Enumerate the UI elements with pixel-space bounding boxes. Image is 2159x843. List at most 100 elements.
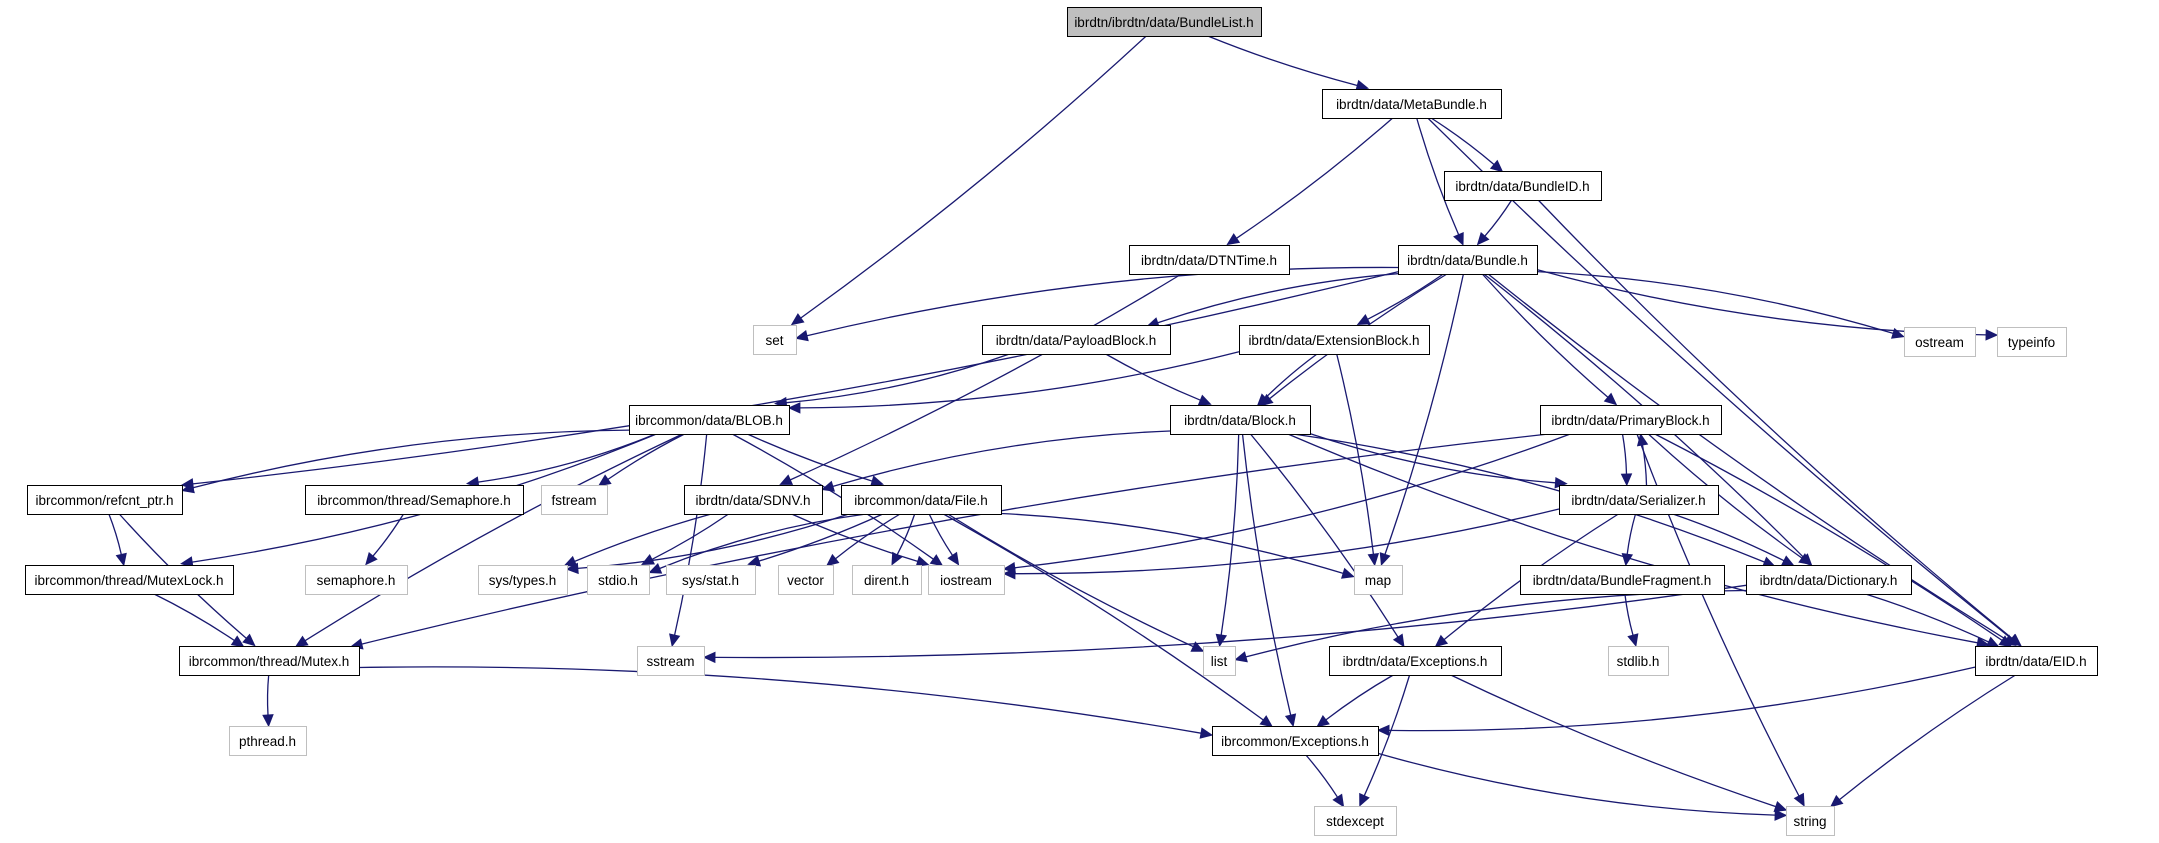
edge-line bbox=[1325, 674, 1394, 721]
arrowhead-icon bbox=[1376, 724, 1390, 737]
edge-metabundle-to-bundle bbox=[1416, 117, 1464, 246]
node-label: ibrcommon/thread/MutexLock.h bbox=[34, 573, 223, 588]
edge-line bbox=[947, 513, 1194, 648]
node-box bbox=[1559, 485, 1719, 515]
node-ibrdtn-data-payloadblock-h[interactable]: ibrdtn/data/PayloadBlock.h bbox=[982, 325, 1171, 355]
node-box bbox=[1540, 405, 1722, 435]
edge-line bbox=[1388, 666, 1976, 732]
node-ibrcommon-data-file-h[interactable]: ibrcommon/data/File.h bbox=[841, 485, 1002, 515]
edge-file-to-iostream bbox=[928, 513, 960, 566]
edge-blob-to-mutex bbox=[294, 433, 683, 648]
node-ibrcommon-refcnt-ptr-h[interactable]: ibrcommon/refcnt_ptr.h bbox=[27, 485, 183, 515]
node-box bbox=[1322, 89, 1502, 119]
node-ibrdtn-data-dictionary-h[interactable]: ibrdtn/data/Dictionary.h bbox=[1746, 565, 1912, 595]
edge-semaphore-to-semaphore-h bbox=[365, 513, 405, 566]
edge-file-to-stdio bbox=[648, 513, 867, 574]
node-ibrdtn-data-bundlefragment-h[interactable]: ibrdtn/data/BundleFragment.h bbox=[1520, 565, 1725, 595]
node-ibrdtn-data-exceptions-h[interactable]: ibrdtn/data/Exceptions.h bbox=[1329, 646, 1502, 676]
edge-line bbox=[1621, 433, 1628, 475]
node-label: ibrdtn/data/ExtensionBlock.h bbox=[1248, 333, 1419, 348]
arrowhead-icon bbox=[648, 562, 663, 574]
node-stdio-h: stdio.h bbox=[587, 565, 650, 595]
edge-line bbox=[304, 433, 683, 642]
node-ibrcommon-data-blob-h[interactable]: ibrcommon/data/BLOB.h bbox=[629, 405, 790, 435]
edge-block-to-commonexceptions bbox=[1241, 433, 1297, 728]
arrowhead-icon bbox=[1489, 159, 1504, 173]
edge-line bbox=[1236, 117, 1394, 239]
node-box bbox=[1398, 245, 1538, 275]
arrowhead-icon bbox=[1197, 394, 1212, 406]
edge-serializer-to-bundlefragment bbox=[1621, 513, 1637, 567]
node-label: ibrdtn/data/SDNV.h bbox=[695, 493, 810, 508]
node-ibrdtn-data-sdnv-h[interactable]: ibrdtn/data/SDNV.h bbox=[684, 485, 823, 515]
arrowhead-icon bbox=[230, 635, 245, 648]
edge-block-to-dictionary bbox=[1293, 433, 1776, 568]
node-ibrcommon-thread-mutex-h[interactable]: ibrcommon/thread/Mutex.h bbox=[179, 646, 360, 676]
node-ibrdtn-data-eid-h[interactable]: ibrdtn/data/EID.h bbox=[1975, 646, 2098, 676]
node-label: iostream bbox=[940, 573, 992, 588]
arrowhead-icon bbox=[1476, 232, 1490, 246]
node-box bbox=[753, 325, 797, 355]
node-ibrcommon-thread-mutexlock-h[interactable]: ibrcommon/thread/MutexLock.h bbox=[25, 565, 234, 595]
node-box bbox=[1444, 171, 1602, 201]
node-box bbox=[541, 485, 608, 515]
edge-primaryblock-to-serializer bbox=[1620, 433, 1633, 487]
node-ibrdtn-data-primaryblock-h[interactable]: ibrdtn/data/PrimaryBlock.h bbox=[1540, 405, 1722, 435]
node-ibrcommon-thread-semaphore-h[interactable]: ibrcommon/thread/Semaphore.h bbox=[305, 485, 524, 515]
arrowhead-icon bbox=[1332, 793, 1345, 808]
edge-line bbox=[1487, 273, 2007, 641]
node-pthread-h: pthread.h bbox=[229, 726, 307, 756]
edge-line bbox=[832, 430, 1171, 488]
arrowhead-icon bbox=[563, 555, 578, 567]
node-ibrdtn-data-bundleid-h[interactable]: ibrdtn/data/BundleID.h bbox=[1444, 171, 1602, 201]
node-label: map bbox=[1365, 573, 1391, 588]
edge-line bbox=[1384, 273, 1465, 555]
edge-line bbox=[372, 513, 405, 557]
node-ibrdtn-data-block-h[interactable]: ibrdtn/data/Block.h bbox=[1170, 405, 1311, 435]
edge-line bbox=[806, 266, 1399, 337]
node-ibrdtn-data-dtntime-h[interactable]: ibrdtn/data/DTNTime.h bbox=[1129, 245, 1290, 275]
edge-line bbox=[1641, 444, 1648, 486]
node-box bbox=[305, 565, 408, 595]
node-ibrdtn-data-serializer-h[interactable]: ibrdtn/data/Serializer.h bbox=[1559, 485, 1719, 515]
node-ibrdtn-data-bundle-h[interactable]: ibrdtn/data/Bundle.h bbox=[1398, 245, 1538, 275]
edge-bundle-to-refcnt-ptr bbox=[180, 271, 1399, 490]
node-ibrcommon-exceptions-h[interactable]: ibrcommon/Exceptions.h bbox=[1212, 726, 1379, 756]
arrowhead-icon bbox=[1985, 636, 2000, 648]
arrowhead-icon bbox=[1256, 393, 1270, 407]
node-list: list bbox=[1203, 646, 1236, 676]
edge-refcnt-ptr-to-mutexlock bbox=[108, 513, 127, 567]
node-box bbox=[1314, 806, 1397, 836]
edge-primaryblock-to-eid bbox=[1654, 433, 2013, 648]
node-ibrdtn-data-metabundle-h[interactable]: ibrdtn/data/MetaBundle.h bbox=[1322, 89, 1502, 119]
edge-line bbox=[1367, 273, 1444, 320]
node-box bbox=[684, 485, 823, 515]
node-label: ostream bbox=[1915, 335, 1964, 350]
edge-line bbox=[791, 513, 918, 563]
arrowhead-icon bbox=[565, 562, 579, 575]
node-box bbox=[666, 565, 756, 595]
node-box bbox=[1203, 646, 1236, 676]
node-label: ibrdtn/data/MetaBundle.h bbox=[1336, 97, 1487, 112]
arrowhead-icon bbox=[181, 482, 195, 494]
node-label: ibrdtn/data/EID.h bbox=[1985, 654, 2086, 669]
node-stdexcept: stdexcept bbox=[1314, 806, 1397, 836]
edge-line bbox=[358, 666, 1202, 734]
edge-line bbox=[108, 513, 122, 555]
node-label: ibrdtn/data/BundleID.h bbox=[1455, 179, 1589, 194]
edge-line bbox=[1014, 433, 1571, 569]
edge-bundleid-to-bundle bbox=[1476, 199, 1513, 246]
edge-primaryblock-to-dictionary bbox=[1647, 433, 1812, 566]
node-dirent-h: dirent.h bbox=[852, 565, 922, 595]
arrowhead-icon bbox=[1379, 552, 1391, 566]
edge-commonexceptions-to-string bbox=[1377, 752, 1788, 821]
node-typeinfo: typeinfo bbox=[1997, 327, 2067, 357]
node-ibrdtn-ibrdtn-data-bundlelist-h[interactable]: ibrdtn/ibrdtn/data/BundleList.h bbox=[1067, 7, 1262, 37]
edge-line bbox=[1363, 674, 1411, 796]
arrowhead-icon bbox=[1621, 553, 1634, 567]
node-semaphore-h: semaphore.h bbox=[305, 565, 408, 595]
node-ibrdtn-data-extensionblock-h[interactable]: ibrdtn/data/ExtensionBlock.h bbox=[1239, 325, 1430, 355]
edge-line bbox=[1636, 433, 1800, 797]
edge-blob-to-sstream bbox=[669, 433, 708, 648]
edge-line bbox=[192, 429, 630, 489]
